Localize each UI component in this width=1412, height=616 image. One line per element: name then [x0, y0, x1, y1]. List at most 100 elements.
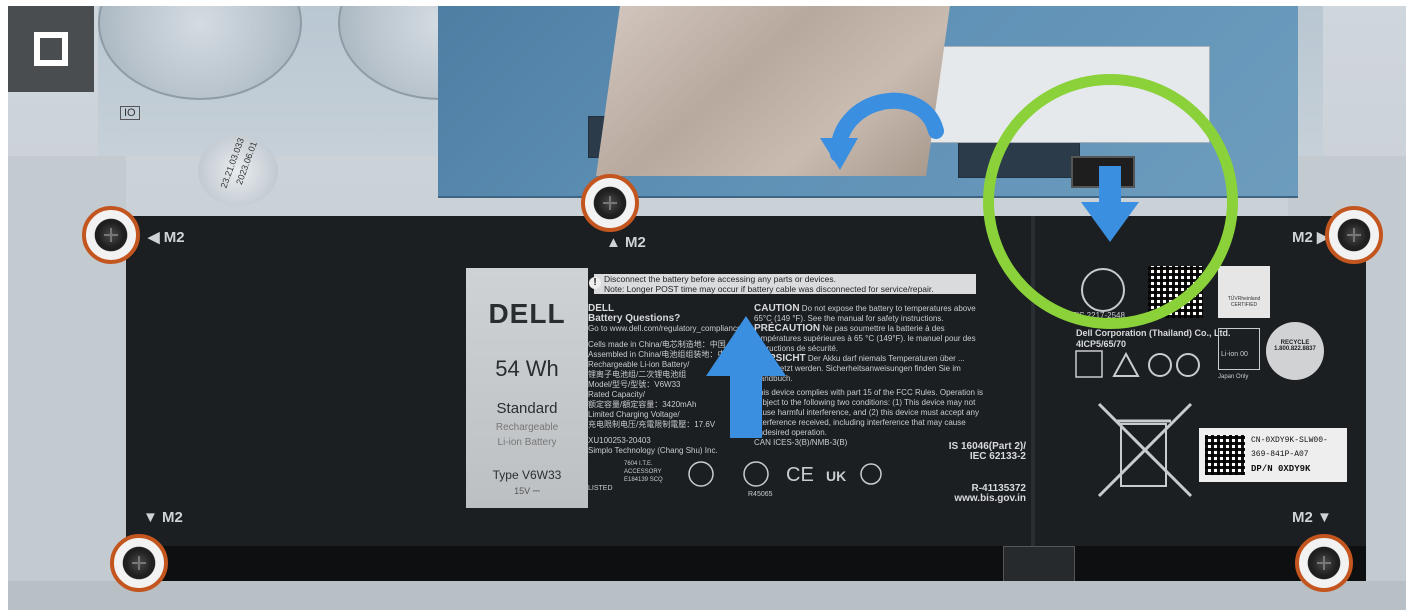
screw-label-bottom-right: M2 ▼ [1292, 509, 1332, 526]
fcc-text: This device complies with part 15 of the… [754, 388, 983, 437]
tuv-text: TÜVRheinland CERTIFIED [1227, 296, 1261, 308]
screw-label-top-right: M2 ▶ [1292, 229, 1329, 246]
battery-type: Type V6W33 [492, 468, 562, 482]
screw-bottom-left [110, 534, 168, 592]
battery-removal-photo: 23.21.03.033 2023.06.01 IO DELL 54 Wh St… [8, 6, 1406, 610]
coin-cell: 23.21.03.033 2023.06.01 [198, 136, 278, 206]
warning-triangle-icon [1112, 351, 1140, 377]
rbrc-recycle-seal: RECYCLE 1.800.822.8837 [1266, 322, 1324, 380]
r-number: R-41135372 [971, 483, 1027, 494]
model-text: 4ICP5/65/70 [1076, 339, 1127, 349]
energy-icon [743, 461, 769, 487]
spec-line: Assembled in China/电池组组装地：中国 [588, 350, 734, 359]
battery-capacity: 54 Wh [495, 356, 559, 381]
caution-text: Do not expose the battery to temperature… [754, 304, 976, 323]
japan-only: Japan Only [1218, 374, 1249, 380]
io-label: IO [120, 106, 140, 120]
screw-top-middle [581, 174, 639, 232]
datamatrix-code [1205, 435, 1245, 475]
spec-line: Rated Capacity/ [588, 390, 645, 399]
vorsicht-title: VORSICHT [754, 353, 806, 364]
peel-rotate-arrow-icon [820, 92, 944, 170]
vorsicht-text: Der Akku darf niemals Temperaturen über … [754, 354, 965, 383]
screw-head [596, 189, 624, 217]
connector-highlight-circle [983, 74, 1238, 329]
liion-text: Li-ion 00 [1221, 351, 1248, 358]
spec-line: Limited Charging Voltage/ [588, 410, 680, 419]
barcode-line: DP/N 0XDY9K [1251, 464, 1311, 474]
warning-line: Disconnect the battery before accessing … [604, 274, 836, 284]
screw-slot [104, 234, 118, 236]
accessory-text: 7604 I.T.E. ACCESSORY E184139 SCQ [624, 461, 663, 483]
dell-small: DELL [588, 303, 615, 314]
r45065-text: R45065 [748, 491, 773, 498]
safety-icons [1075, 350, 1200, 378]
screw-head [97, 221, 125, 249]
battery-standard-sub: Rechargeable Li-ion Battery [466, 420, 588, 450]
standard-sub-line: Li-ion Battery [497, 437, 557, 448]
tuv-label: TÜVRheinland CERTIFIED [1218, 266, 1270, 318]
ukca-icon: UK [826, 468, 846, 484]
screw-label-top-left: ◀ M2 [148, 229, 185, 246]
spec-line: Model/型号/型號：V6W33 [588, 380, 681, 389]
dell-logo: DELL [488, 298, 566, 329]
is-standard: IS 16046(Part 2)/ [948, 441, 1026, 452]
precaution-title: PRÉCAUTION [754, 323, 821, 334]
corporation-text: Dell Corporation (Thailand) Co., Ltd. [1076, 328, 1231, 338]
warning-icon: ! [589, 277, 601, 289]
spec-line: 额定容量/額定容量：3420mAh [588, 400, 697, 409]
screw-top-left [82, 206, 140, 264]
screw-head [1310, 549, 1338, 577]
precaution-text: Ne pas soumettre la batterie à des tempé… [754, 324, 976, 353]
caution-block: CAUTION Do not expose the battery to tem… [754, 304, 984, 448]
spec-line: 锂离子电池组/二次锂电池组 [588, 370, 687, 379]
screw-label-top-middle: ▲ M2 [606, 234, 646, 251]
iec-standard: IEC 62133-2 [969, 451, 1026, 462]
weee-bin-icon [1097, 402, 1193, 498]
screw-slot [1347, 234, 1361, 236]
bis-url: www.bis.gov.in [954, 493, 1026, 504]
ce-icon: CE [786, 464, 814, 486]
screw-bottom-right [1295, 534, 1353, 592]
ul-listed: LISTED [588, 485, 613, 492]
no-disassemble-icon [1176, 353, 1200, 377]
questions-url: Go to www.dell.com/regulatory_compliance [588, 324, 742, 333]
caution-title: CAUTION [754, 303, 800, 314]
screw-top-right [1325, 206, 1383, 264]
battery-questions-block: DELL Battery Questions? Go to www.dell.c… [588, 304, 748, 456]
certification-icons: CE UK [688, 461, 882, 487]
questions-title: Battery Questions? [588, 313, 681, 324]
barcode-label: CN-0XDY9K-SLW00- 369-841P-A07 DP/N 0XDY9… [1199, 428, 1347, 482]
rbrc-text: RECYCLE 1.800.822.8837 [1274, 340, 1316, 352]
screw-head [1340, 221, 1368, 249]
battery-voltage: 15V ⎓ [514, 486, 540, 496]
screw-label-bottom-left: ▼ M2 [143, 509, 183, 526]
barcode-line: 369-841P-A07 [1251, 450, 1309, 459]
chinese-recycle-icon [1075, 350, 1103, 378]
screw-head [125, 549, 153, 577]
xu-number: XU100253-20403 [588, 436, 651, 445]
disconnect-warning: Disconnect the battery before accessing … [594, 274, 976, 294]
warning-line: Note: Longer POST time may occur if batt… [604, 284, 934, 294]
stop-square-icon [34, 32, 68, 66]
spec-line: 充电限制电压/充電限制電壓：17.6V [588, 420, 716, 429]
pollution-icon [1148, 353, 1172, 377]
stop-button[interactable] [8, 6, 94, 92]
spec-line: Rechargeable Li-ion Battery/ [588, 360, 690, 369]
bis-block: IS 16046(Part 2)/ IEC 62133-2 R-41135372… [916, 442, 1026, 504]
standard-sub-line: Rechargeable [495, 422, 559, 433]
ices-text: CAN ICES-3(B)/NMB-3(B) [754, 438, 848, 447]
battery-brand-label: DELL 54 Wh Standard Rechargeable Li-ion … [466, 268, 588, 508]
cell-divider [1031, 216, 1035, 556]
screw-slot [603, 202, 617, 204]
barcode-line: CN-0XDY9K-SLW00- [1251, 436, 1328, 445]
palmrest-bottom [8, 581, 1406, 610]
screw-slot [1317, 562, 1331, 564]
battery-standard: Standard [496, 400, 558, 417]
fcc-icon [860, 463, 882, 485]
spec-line: Cells made in China/电芯制造地：中国 [588, 340, 726, 349]
battery-bottom-edge [126, 546, 1366, 584]
pse-icon [688, 461, 714, 487]
screw-slot [132, 562, 146, 564]
manufacturer: Simplo Technology (Chang Shu) Inc. [588, 446, 718, 455]
